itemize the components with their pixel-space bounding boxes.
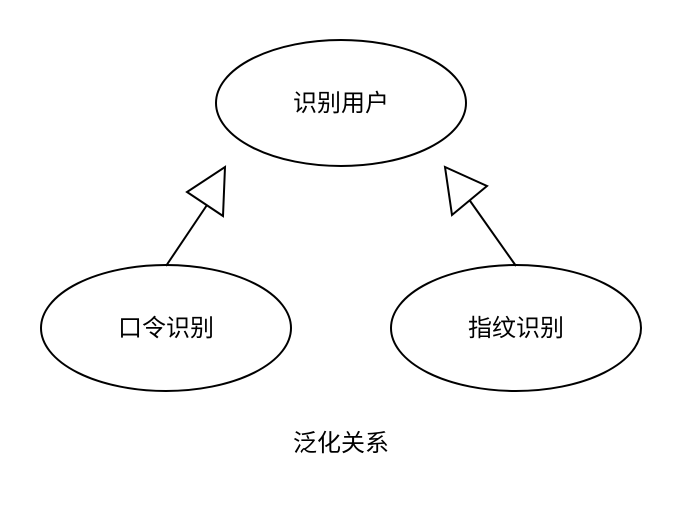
use-case-identify-user-label: 识别用户 <box>293 89 389 117</box>
generalization-line-right <box>467 197 517 267</box>
generalization-edge-left <box>165 165 227 267</box>
use-case-identify-user: 识别用户 <box>215 39 467 167</box>
use-case-fingerprint-identification: 指纹识别 <box>390 264 642 392</box>
hollow-triangle-arrowhead-right <box>443 165 489 217</box>
use-case-password-identification: 口令识别 <box>40 264 292 392</box>
diagram-caption: 泛化关系 <box>293 429 389 457</box>
hollow-triangle-arrowhead-left <box>185 165 227 218</box>
generalization-edge-right <box>443 165 517 267</box>
generalization-line-left <box>165 204 208 267</box>
use-case-identify-user-ellipse <box>215 39 467 167</box>
use-case-fingerprint-identification-label: 指纹识别 <box>468 314 564 342</box>
use-case-password-identification-label: 口令识别 <box>118 314 214 342</box>
